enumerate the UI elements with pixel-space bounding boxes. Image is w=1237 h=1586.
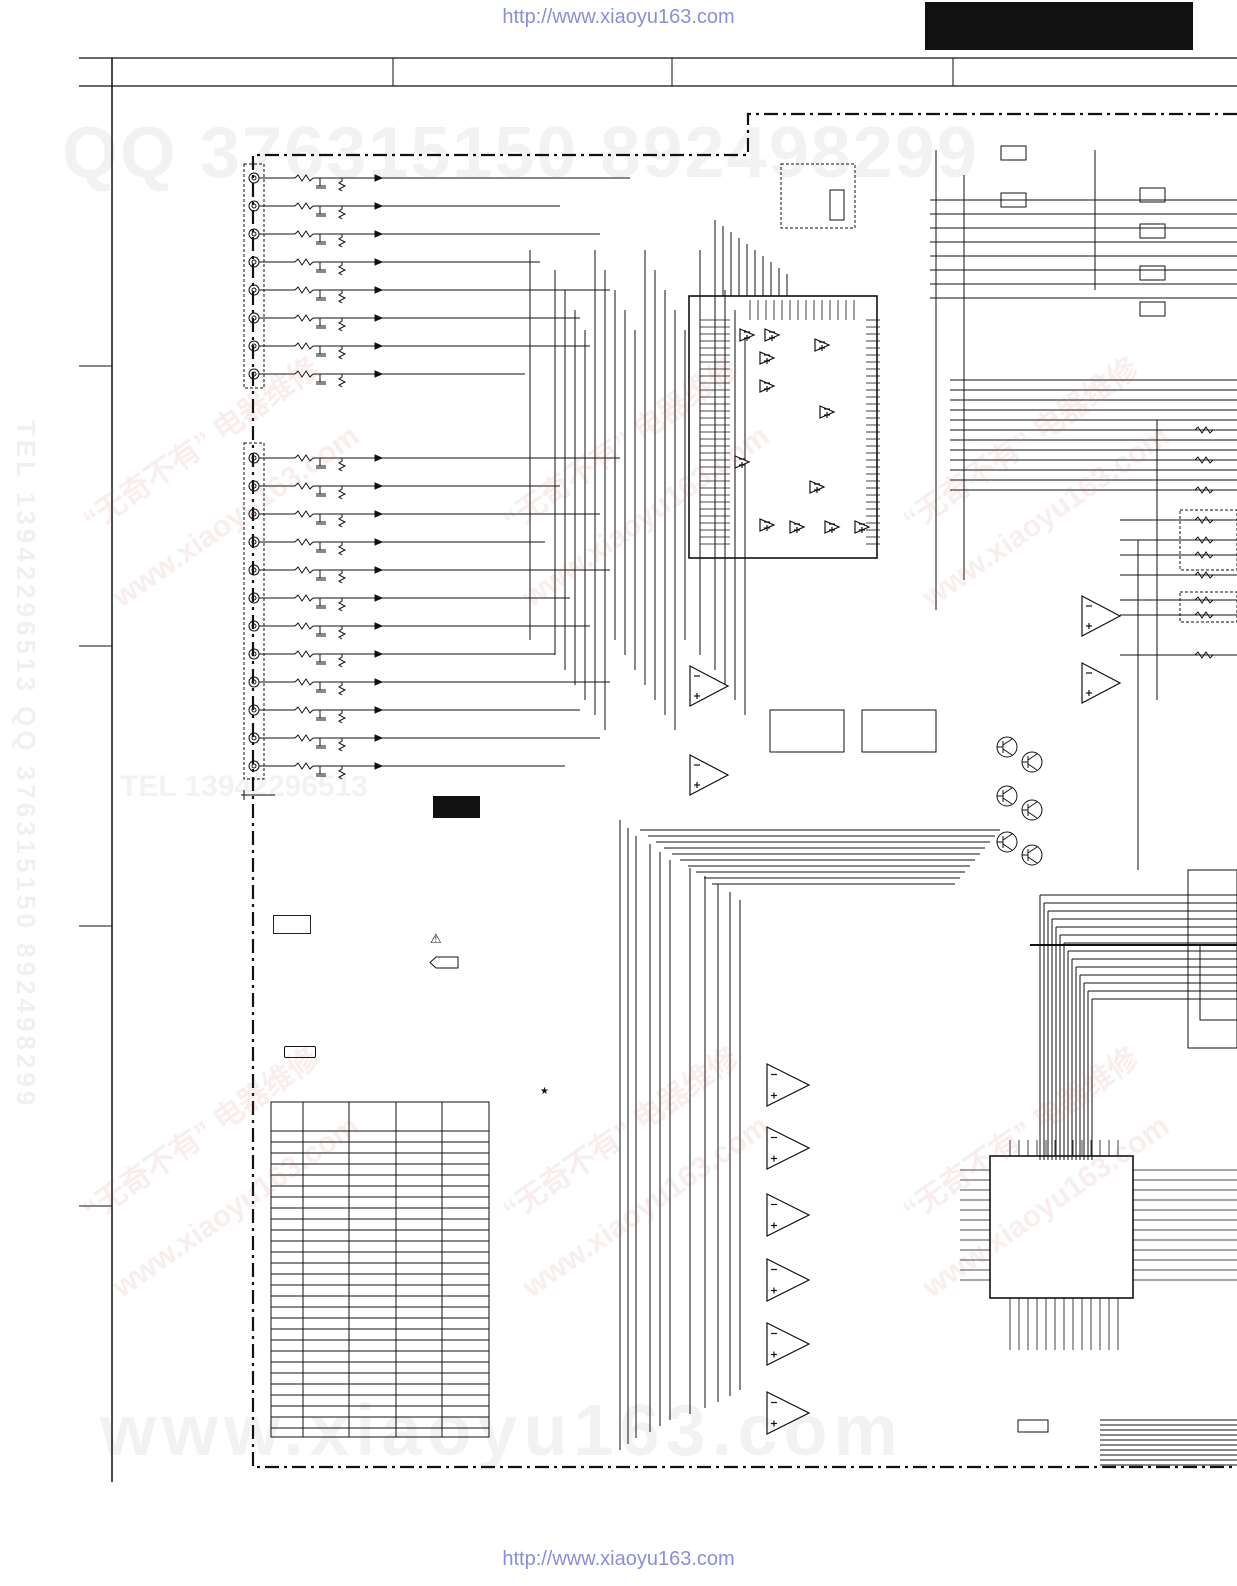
resistor xyxy=(294,202,314,210)
resistor xyxy=(338,598,347,612)
resistor xyxy=(294,454,314,462)
arrow-marker xyxy=(374,454,384,462)
arrow-marker xyxy=(374,174,384,182)
resistor xyxy=(338,234,347,248)
arrow-marker xyxy=(374,230,384,238)
source-url-top[interactable]: http://www.xiaoyu163.com xyxy=(502,6,735,28)
resistor xyxy=(338,486,347,500)
warning-triangle-icon: ⚠ xyxy=(430,932,442,947)
resistor xyxy=(338,206,347,220)
resistor xyxy=(338,318,347,332)
resistor xyxy=(294,538,314,546)
resistor xyxy=(338,710,347,724)
resistor xyxy=(1194,426,1214,434)
resistor xyxy=(338,514,347,528)
op-amp xyxy=(1081,662,1122,704)
resistor xyxy=(1194,486,1214,494)
op-amp xyxy=(766,1322,811,1366)
resistor xyxy=(294,594,314,602)
arrow-tag-icon xyxy=(429,956,459,969)
resistor xyxy=(338,458,347,472)
arrow-marker xyxy=(374,510,384,518)
arrow-marker xyxy=(374,342,384,350)
resistor xyxy=(294,286,314,294)
resistor xyxy=(294,230,314,238)
op-amp xyxy=(766,1258,811,1302)
arrow-marker xyxy=(374,314,384,322)
resistor xyxy=(294,678,314,686)
resistor xyxy=(338,290,347,304)
arrow-marker xyxy=(374,762,384,770)
legend-marker-box xyxy=(273,915,311,934)
resistor xyxy=(1194,551,1214,559)
resistor xyxy=(1194,571,1214,579)
resistor xyxy=(338,766,347,780)
arrow-marker xyxy=(374,650,384,658)
page-header-block xyxy=(925,2,1193,50)
arrow-marker xyxy=(374,706,384,714)
resistor xyxy=(1194,651,1214,659)
resistor xyxy=(338,682,347,696)
resistor xyxy=(338,542,347,556)
op-amp xyxy=(766,1063,811,1107)
resistor xyxy=(1194,596,1214,604)
resistor xyxy=(294,314,314,322)
resistor xyxy=(294,566,314,574)
star-icon: ★ xyxy=(540,1086,549,1097)
resistor xyxy=(294,342,314,350)
resistor xyxy=(338,374,347,388)
resistor xyxy=(338,626,347,640)
arrow-marker xyxy=(374,594,384,602)
resistor xyxy=(338,262,347,276)
arrow-marker xyxy=(374,734,384,742)
resistor xyxy=(338,654,347,668)
arrow-marker xyxy=(374,258,384,266)
resistor xyxy=(294,622,314,630)
arrow-marker xyxy=(374,202,384,210)
resistor xyxy=(338,178,347,192)
resistor xyxy=(294,762,314,770)
resistor xyxy=(294,734,314,742)
resistor xyxy=(294,650,314,658)
resistor xyxy=(294,510,314,518)
arrow-marker xyxy=(374,678,384,686)
op-amp xyxy=(766,1391,811,1435)
resistor xyxy=(294,370,314,378)
resistor xyxy=(338,738,347,752)
op-amp xyxy=(766,1126,811,1170)
arrow-marker xyxy=(374,622,384,630)
connector-legend-icon xyxy=(284,1046,316,1058)
arrow-marker xyxy=(374,370,384,378)
resistor xyxy=(338,570,347,584)
arrow-marker xyxy=(374,538,384,546)
arrow-marker xyxy=(374,566,384,574)
legend-table xyxy=(270,1101,490,1438)
resistor xyxy=(294,258,314,266)
resistor xyxy=(1194,611,1214,619)
arrow-marker xyxy=(374,482,384,490)
resistor xyxy=(294,482,314,490)
source-url-bottom[interactable]: http://www.xiaoyu163.com xyxy=(502,1548,735,1570)
resistor xyxy=(1194,456,1214,464)
resistor xyxy=(338,346,347,360)
resistor xyxy=(1194,536,1214,544)
op-amp xyxy=(1081,595,1122,637)
op-amp xyxy=(689,665,730,707)
resistor xyxy=(294,706,314,714)
resistor xyxy=(1194,516,1214,524)
section-label-block xyxy=(433,796,480,818)
arrow-marker xyxy=(374,286,384,294)
op-amp xyxy=(766,1193,811,1237)
resistor xyxy=(294,174,314,182)
op-amp xyxy=(689,754,730,796)
